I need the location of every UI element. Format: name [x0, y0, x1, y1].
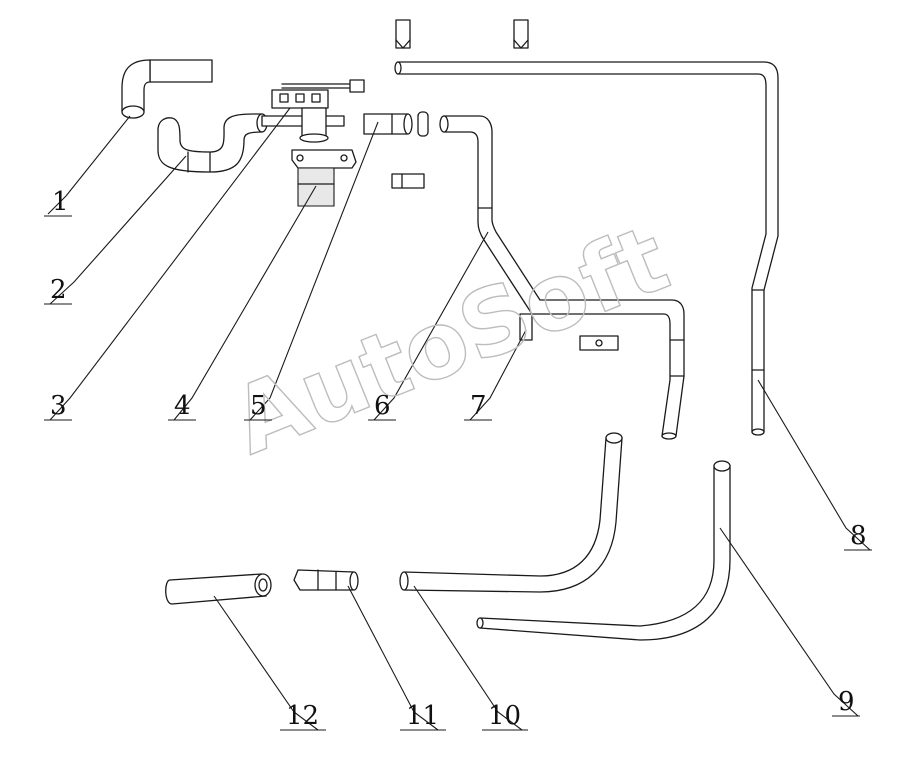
part-4-bracket	[291, 149, 357, 207]
callouts: 1 2 3 4 5 6 7 8 9 10 11 12	[50, 187, 867, 731]
callout-3: 3	[50, 391, 67, 421]
leader-1	[47, 115, 131, 215]
leader-8	[757, 379, 871, 551]
callout-5: 5	[250, 391, 267, 421]
callout-underlines	[44, 215, 872, 731]
part-1-elbow-hose	[121, 59, 213, 119]
leader-10	[413, 585, 523, 731]
part-10-curved-hose	[399, 432, 623, 593]
leader-6	[373, 231, 489, 421]
leader-4	[173, 185, 317, 421]
leader-9	[719, 527, 859, 717]
part-12-straight-hose	[165, 573, 272, 605]
callout-8: 8	[850, 521, 867, 551]
callout-11: 11	[406, 701, 439, 731]
leader-7	[469, 329, 527, 421]
part-9-curved-hose	[476, 460, 731, 641]
leader-11	[347, 585, 439, 731]
leader-lines	[47, 107, 871, 731]
leader-2	[49, 155, 187, 305]
callout-6: 6	[374, 391, 391, 421]
callout-9: 9	[838, 687, 855, 717]
part-8-long-pipe	[394, 61, 779, 436]
part-5-connector	[363, 113, 413, 135]
callout-10: 10	[488, 701, 521, 731]
leader-3	[49, 107, 291, 421]
leader-12	[213, 595, 319, 731]
callout-2: 2	[50, 275, 67, 305]
callout-1: 1	[52, 187, 69, 217]
small-clamps	[391, 19, 619, 351]
part-11-short-connector	[293, 569, 359, 591]
part-3-water-valve	[261, 79, 365, 143]
part-6-long-hose	[439, 115, 685, 440]
part-2-s-hose	[157, 113, 268, 173]
callout-4: 4	[174, 391, 191, 421]
leader-5	[249, 121, 379, 421]
callout-12: 12	[286, 701, 319, 731]
callout-7: 7	[470, 391, 487, 421]
